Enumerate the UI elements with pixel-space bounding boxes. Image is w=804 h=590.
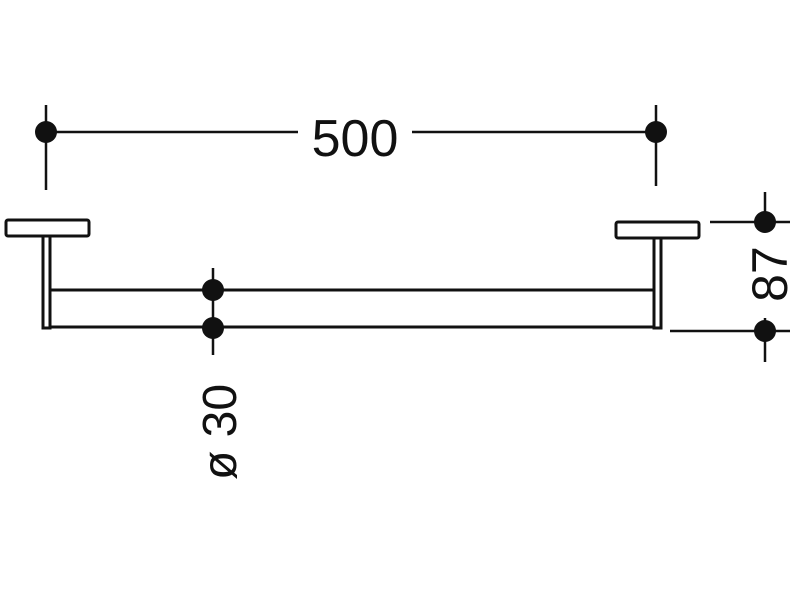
left-wall-plate <box>4 218 91 238</box>
dimension-dot <box>754 211 776 233</box>
dimension-dot <box>754 320 776 342</box>
dimension-dot <box>35 121 57 143</box>
dimension-dot <box>645 121 667 143</box>
diameter-dimension-label: ø 30 <box>194 384 247 480</box>
left-post <box>41 234 52 330</box>
dimension-dot <box>202 317 224 339</box>
length-dimension-label: 500 <box>312 110 399 168</box>
dimension-dot <box>202 279 224 301</box>
right-post <box>652 236 663 330</box>
right-wall-plate <box>614 220 701 240</box>
projection-dimension-label: 87 <box>742 246 798 302</box>
